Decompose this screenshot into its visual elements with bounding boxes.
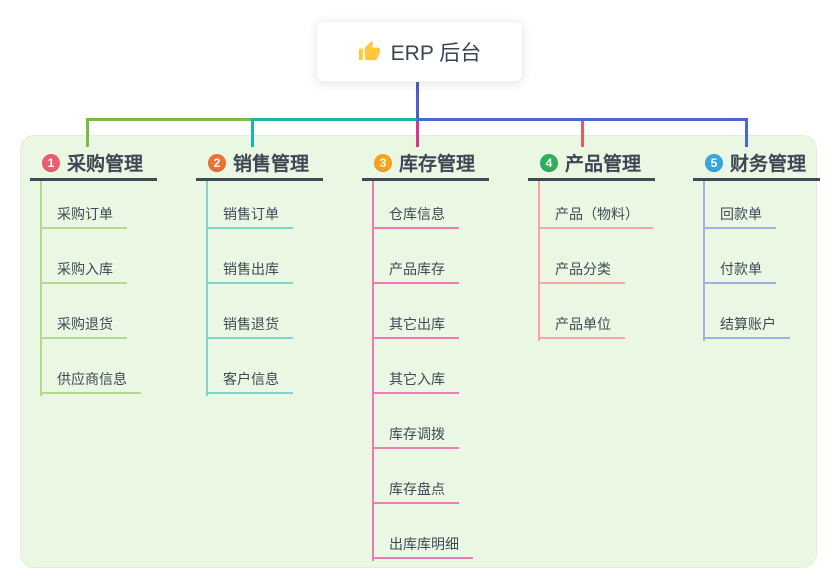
- child-node[interactable]: 库存盘点: [372, 480, 459, 504]
- child-node[interactable]: 采购订单: [40, 205, 127, 229]
- root-title: ERP 后台: [390, 41, 482, 65]
- connector-segment-green: [86, 118, 252, 121]
- drop-line-1: [86, 118, 89, 147]
- child-node[interactable]: 其它入库: [372, 370, 459, 394]
- branch-number-badge: 1: [42, 153, 60, 172]
- drop-line-3: [416, 121, 419, 147]
- child-node[interactable]: 销售订单: [206, 205, 293, 229]
- branch-header-5[interactable]: 5 财务管理: [693, 147, 820, 181]
- branch-label: 销售管理: [233, 154, 310, 175]
- branch-child-line: [372, 181, 374, 561]
- drop-line-2: [251, 118, 254, 147]
- root-stem-line: [416, 82, 419, 118]
- connector-segment-teal: [252, 118, 417, 121]
- branch-child-line: [703, 181, 705, 341]
- child-node[interactable]: 结算账户: [703, 315, 790, 339]
- child-node[interactable]: 其它出库: [372, 315, 459, 339]
- drop-line-5: [745, 118, 748, 147]
- branch-number-badge: 3: [374, 153, 392, 172]
- branch-label: 财务管理: [730, 154, 807, 175]
- child-node[interactable]: 出库库明细: [372, 535, 473, 559]
- branch-child-line: [40, 181, 42, 396]
- branch-child-line: [538, 181, 540, 341]
- background-panel: [20, 135, 817, 568]
- child-node[interactable]: 回款单: [703, 205, 776, 229]
- child-node[interactable]: 销售退货: [206, 315, 293, 339]
- child-node[interactable]: 产品单位: [538, 315, 625, 339]
- child-node[interactable]: 产品库存: [372, 260, 459, 284]
- child-node[interactable]: 客户信息: [206, 370, 293, 394]
- branch-number-badge: 5: [705, 153, 723, 172]
- child-node[interactable]: 仓库信息: [372, 205, 459, 229]
- child-node[interactable]: 产品分类: [538, 260, 625, 284]
- branch-header-4[interactable]: 4 产品管理: [528, 147, 655, 181]
- child-node[interactable]: 供应商信息: [40, 370, 141, 394]
- child-node[interactable]: 销售出库: [206, 260, 293, 284]
- branch-header-1[interactable]: 1 采购管理: [30, 147, 157, 181]
- thumbs-up-icon: [358, 40, 381, 63]
- branch-label: 产品管理: [565, 154, 642, 175]
- child-node[interactable]: 库存调拨: [372, 425, 459, 449]
- child-node[interactable]: 采购退货: [40, 315, 127, 339]
- child-node[interactable]: 采购入库: [40, 260, 127, 284]
- branch-number-badge: 2: [208, 153, 226, 172]
- branch-header-2[interactable]: 2 销售管理: [196, 147, 323, 181]
- branch-label: 库存管理: [399, 154, 476, 175]
- branch-header-3[interactable]: 3 库存管理: [362, 147, 489, 181]
- root-node[interactable]: ERP 后台: [316, 21, 523, 82]
- branch-label: 采购管理: [67, 154, 144, 175]
- branch-number-badge: 4: [540, 153, 558, 172]
- child-node[interactable]: 产品（物料）: [538, 205, 653, 229]
- branch-child-line: [206, 181, 208, 396]
- connector-segment-blue: [417, 118, 748, 121]
- child-node[interactable]: 付款单: [703, 260, 776, 284]
- drop-line-4: [581, 121, 584, 147]
